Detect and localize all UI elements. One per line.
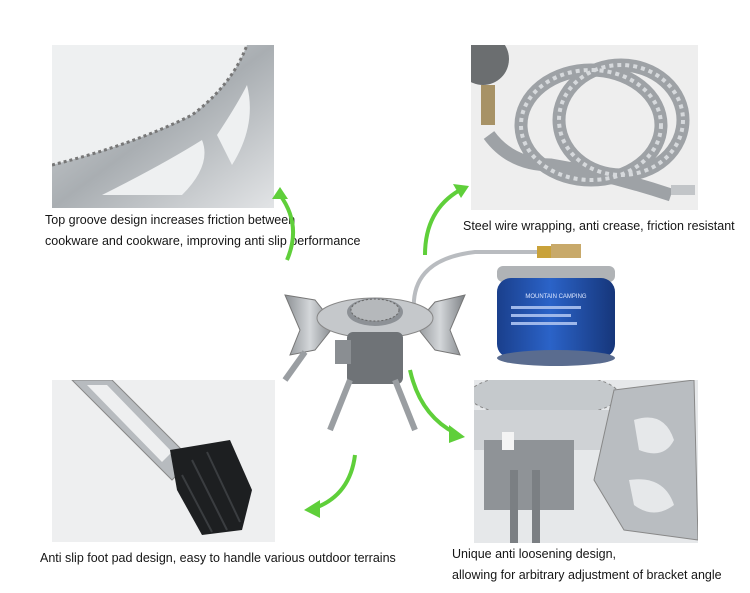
caption-groove-line2: cookware and cookware, improving anti sl… (45, 234, 361, 248)
caption-anti-loosening: Unique anti loosening design, allowing f… (452, 544, 722, 586)
caption-groove-design: Top groove design increases friction bet… (45, 210, 360, 252)
arrow-to-top-right (415, 180, 475, 260)
arrow-to-top-left (262, 185, 312, 265)
caption-foot-pad: Anti slip foot pad design, easy to handl… (40, 548, 396, 569)
photo-braided-hose (471, 45, 698, 210)
photo-foot-pad (52, 380, 275, 542)
photo-bracket-joint (474, 380, 698, 543)
caption-foot-pad-text: Anti slip foot pad design, easy to handl… (40, 551, 396, 565)
photo-groove-support (52, 45, 274, 208)
caption-anti-loosening-line1: Unique anti loosening design, (452, 547, 617, 561)
arrow-to-bottom-right (405, 365, 470, 445)
gas-can-label: MOUNTAIN CAMPING (525, 294, 587, 300)
caption-steel-wire-text: Steel wire wrapping, anti crease, fricti… (463, 219, 735, 233)
stove-product-image: MOUNTAIN CAMPING (275, 240, 635, 440)
arrow-to-bottom-left (300, 450, 365, 520)
caption-groove-line1: Top groove design increases friction bet… (45, 213, 296, 227)
caption-steel-wire: Steel wire wrapping, anti crease, fricti… (463, 216, 735, 237)
caption-anti-loosening-line2: allowing for arbitrary adjustment of bra… (452, 568, 722, 582)
